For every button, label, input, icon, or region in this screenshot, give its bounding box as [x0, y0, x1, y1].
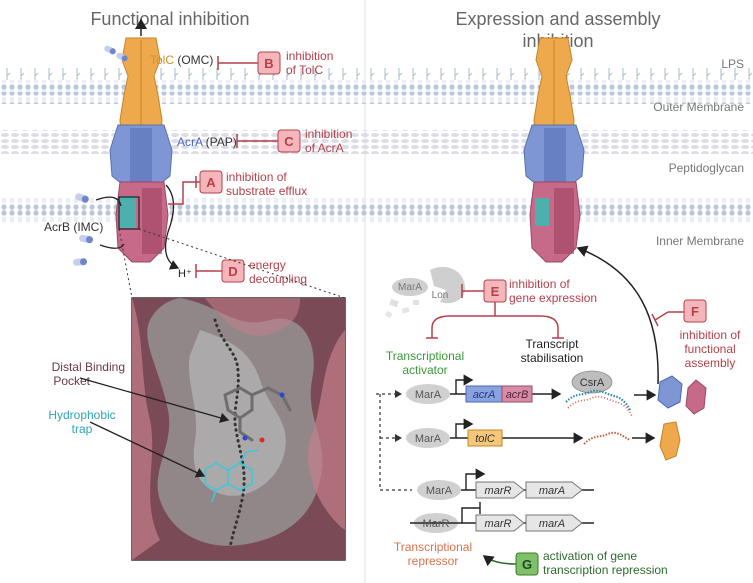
activation-arrow-g	[482, 555, 517, 567]
tolc-label: TolC (OMC)	[150, 53, 213, 67]
label-g-line1: activation of gene	[543, 549, 637, 563]
activator-label-line2: activator	[402, 363, 447, 377]
acra-label: AcrA (PAP)	[177, 135, 237, 149]
badge-f: F	[683, 299, 707, 323]
gene-row-marra-1	[417, 468, 594, 500]
zoom-box	[118, 196, 140, 230]
label-c-line2: of AcrA	[305, 141, 344, 155]
distal-pocket-arrow	[79, 377, 230, 423]
binding-pocket-inset	[131, 297, 346, 561]
efflux-pump-right	[523, 37, 585, 263]
label-f-line2: functional	[684, 342, 735, 356]
zoom-line-left	[118, 228, 133, 299]
mara-lon-complex	[384, 266, 465, 319]
gene-mara-2: marA	[539, 518, 565, 530]
gene-mara-1: marA	[539, 485, 565, 497]
label-g-line2: transcription repression	[543, 563, 668, 577]
hydrophobic-trap-label-line2: trap	[72, 422, 93, 436]
gene-row-tolc	[406, 418, 681, 461]
zoom-line-right	[138, 228, 346, 299]
badge-g: G	[515, 552, 539, 576]
badge-b: B	[257, 51, 281, 75]
inner-membrane-label: Inner Membrane	[656, 234, 744, 248]
repressor-label-line1: Transcriptional	[394, 540, 472, 554]
lps-label: LPS	[721, 57, 744, 71]
mara-lon-label-mara: MarA	[398, 282, 422, 293]
label-d-line2: decoupling	[249, 272, 307, 286]
gene-marr-2: marR	[485, 518, 512, 530]
substrate-pills	[73, 45, 128, 266]
hydrophobic-trap-arrow	[89, 421, 206, 478]
peptidoglycan-label: Peptidoglycan	[669, 161, 744, 175]
distal-pocket-label-line1: Distal Binding	[52, 360, 125, 374]
svg-text:E: E	[491, 284, 500, 299]
stabilisation-label-line2: stabilisation	[521, 351, 584, 365]
svg-text:C: C	[284, 134, 294, 149]
svg-text:D: D	[228, 264, 237, 279]
proton-arrow	[164, 184, 180, 270]
gene-row-acrab	[376, 370, 707, 491]
label-d-line1: energy	[249, 258, 286, 272]
lps-layer	[0, 68, 753, 80]
gene-tolc: tolC	[475, 433, 495, 445]
badge-c: C	[277, 129, 301, 153]
outer-membrane-label: Outer Membrane	[653, 100, 744, 114]
label-e-line1: inhibition of	[509, 277, 570, 291]
label-a-line1: inhibition of	[226, 170, 287, 184]
gene-acrb: acrB	[506, 389, 529, 401]
csra-label: CsrA	[580, 377, 605, 389]
efflux-pump-left	[109, 37, 173, 263]
label-a-line2: substrate efflux	[226, 184, 307, 198]
label-b-line2: of TolC	[286, 63, 323, 77]
label-c-line1: inhibition	[305, 127, 352, 141]
repressor-label-line2: repressor	[408, 554, 459, 568]
acrb-label: AcrB (IMC)	[44, 220, 103, 234]
mara-label-2: MarA	[415, 433, 442, 445]
outer-membrane	[0, 80, 753, 104]
distal-pocket-label-line2: Pocket	[53, 374, 90, 388]
inhibition-line-f	[651, 311, 669, 327]
mara-lon-label-lon: Lon	[432, 290, 449, 301]
label-f-line1: inhibition of	[680, 328, 741, 342]
marr-label: MarR	[423, 518, 450, 530]
gene-marr-1: marR	[485, 485, 512, 497]
badge-a: A	[199, 170, 223, 194]
mara-label-1: MarA	[415, 389, 442, 401]
badge-d: D	[221, 259, 245, 283]
proton-label: H⁺	[178, 268, 192, 280]
inhibition-lines-e	[426, 284, 564, 339]
badge-e: E	[483, 279, 507, 303]
inhibition-lines-left	[168, 56, 278, 278]
activator-label-line1: Transcriptional	[386, 349, 464, 363]
gene-row-marra-2	[410, 502, 594, 533]
label-e-line2: gene expression	[509, 291, 597, 305]
mara-label-3: MarA	[426, 485, 453, 497]
stabilisation-label-line1: Transcript	[526, 337, 580, 351]
left-panel-title: Functional inhibition	[90, 9, 249, 29]
label-b-line1: inhibition	[286, 49, 333, 63]
right-panel-title-line1: Expression and assembly	[455, 9, 660, 29]
svg-text:F: F	[691, 304, 699, 319]
label-f-line3: assembly	[685, 356, 736, 370]
gene-acra: acrA	[473, 389, 496, 401]
inner-membrane	[0, 198, 753, 222]
svg-text:G: G	[522, 557, 532, 572]
hydrophobic-trap-label-line1: Hydrophobic	[48, 408, 115, 422]
assembly-arrow	[576, 245, 659, 385]
svg-text:A: A	[206, 175, 216, 190]
svg-text:B: B	[264, 56, 273, 71]
